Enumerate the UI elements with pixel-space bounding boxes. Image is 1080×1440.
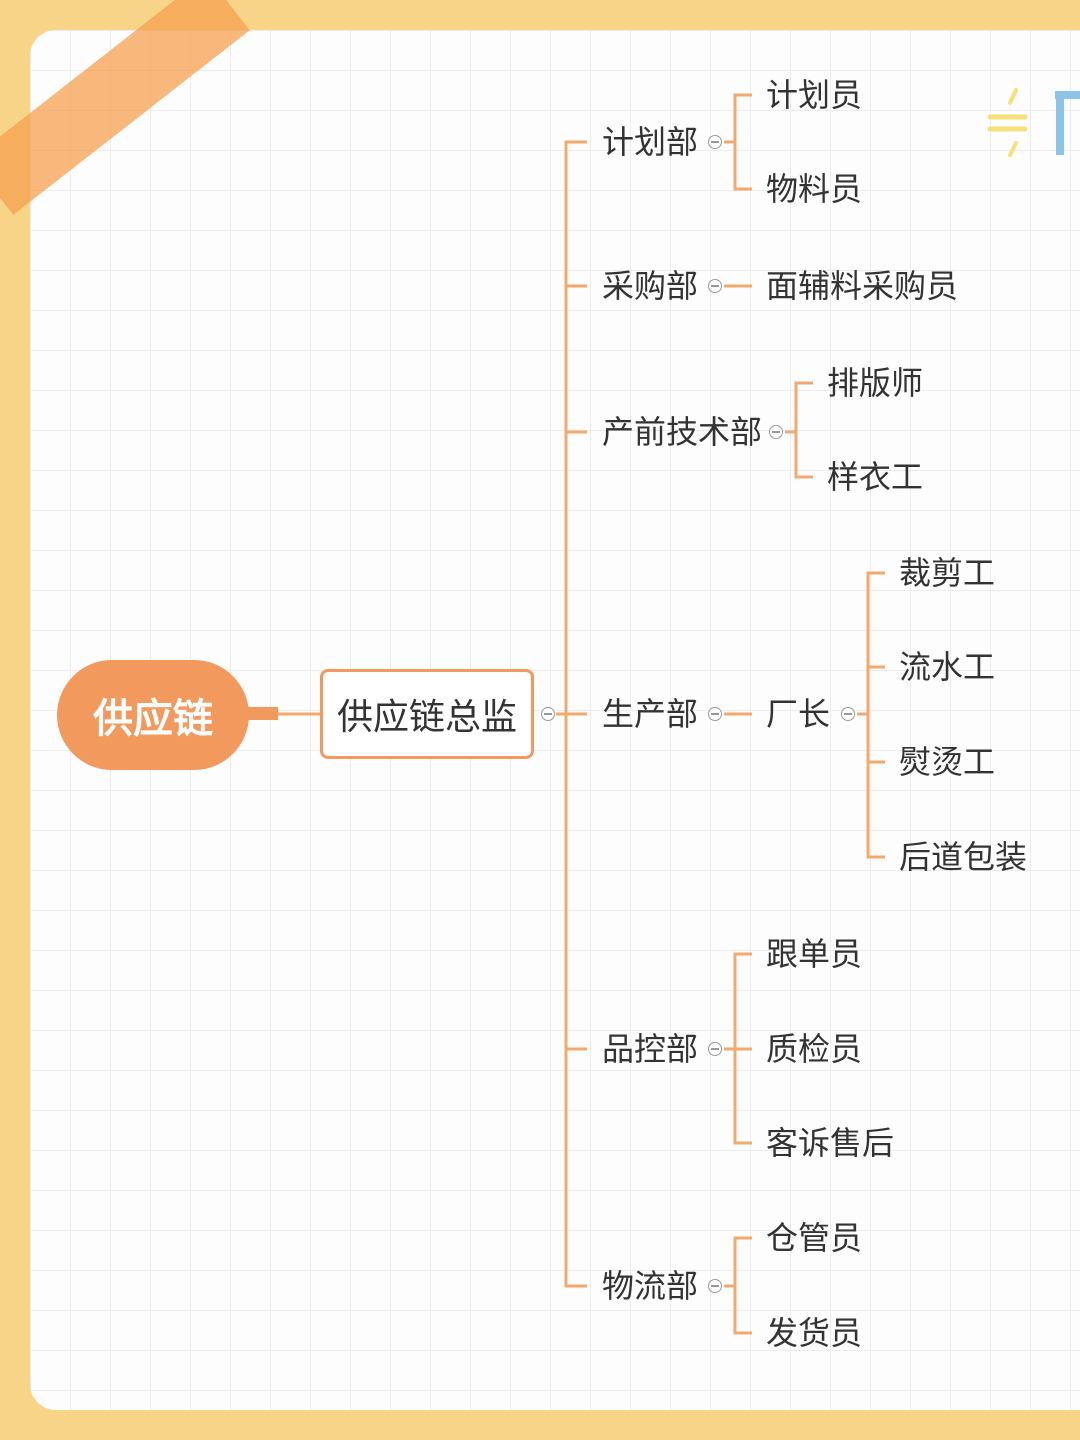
- collapse-toggle-icon[interactable]: [708, 1042, 722, 1056]
- dept-logistics[interactable]: 物流部: [602, 1267, 699, 1305]
- collapse-toggle-icon[interactable]: [708, 1279, 722, 1293]
- collapse-toggle-icon[interactable]: [541, 707, 555, 721]
- decoration-icon: [987, 88, 1080, 157]
- role-node[interactable]: 流水工: [899, 648, 996, 686]
- role-node[interactable]: 后道包装: [899, 838, 1028, 876]
- grid-paper-background: [30, 30, 1080, 1410]
- factory-manager-node[interactable]: 厂长: [766, 695, 831, 733]
- role-node[interactable]: 仓管员: [766, 1219, 863, 1257]
- role-node[interactable]: 客诉售后: [766, 1124, 895, 1162]
- dept-production[interactable]: 生产部: [602, 695, 699, 733]
- role-node[interactable]: 样衣工: [827, 458, 924, 496]
- director-node[interactable]: 供应链总监: [320, 669, 534, 759]
- dept-planning[interactable]: 计划部: [602, 123, 699, 161]
- collapse-toggle-icon[interactable]: [708, 279, 722, 293]
- director-label: 供应链总监: [336, 697, 517, 738]
- collapse-toggle-icon[interactable]: [708, 707, 722, 721]
- role-node[interactable]: 裁剪工: [899, 554, 996, 592]
- role-node[interactable]: 计划员: [766, 76, 863, 114]
- role-node[interactable]: 面辅料采购员: [766, 267, 959, 305]
- role-node[interactable]: 发货员: [766, 1314, 863, 1352]
- role-node[interactable]: 质检员: [766, 1030, 863, 1068]
- dept-quality-control[interactable]: 品控部: [602, 1030, 699, 1068]
- root-label: 供应链: [93, 696, 213, 742]
- dept-purchasing[interactable]: 采购部: [602, 267, 699, 305]
- root-node[interactable]: 供应链: [57, 660, 249, 770]
- role-node[interactable]: 物料员: [766, 170, 863, 208]
- collapse-toggle-icon[interactable]: [841, 707, 855, 721]
- collapse-toggle-icon[interactable]: [769, 425, 783, 439]
- role-node[interactable]: 跟单员: [766, 935, 863, 973]
- role-node[interactable]: 熨烫工: [899, 743, 996, 781]
- role-node[interactable]: 排版师: [827, 364, 924, 402]
- dept-preproduction-tech[interactable]: 产前技术部: [602, 413, 763, 451]
- collapse-toggle-icon[interactable]: [708, 135, 722, 149]
